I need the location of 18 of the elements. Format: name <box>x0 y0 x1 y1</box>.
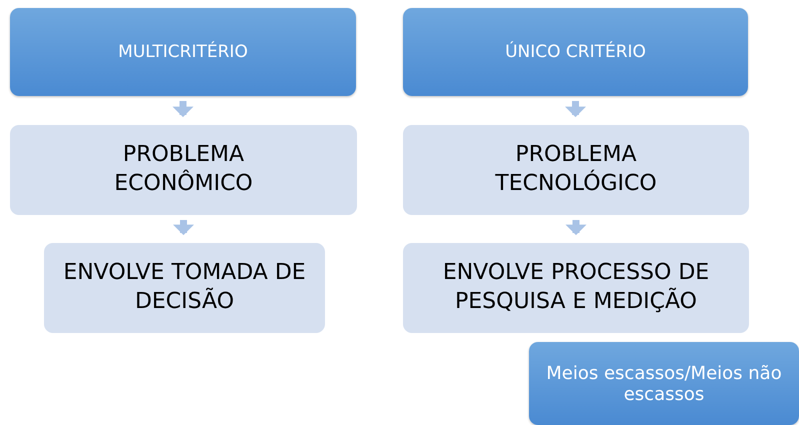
arrow <box>566 220 586 236</box>
category-box <box>10 8 356 96</box>
arrow <box>173 220 194 236</box>
box-text: ENVOLVE TOMADA DE DECISÃO <box>62 259 307 316</box>
process-box <box>403 243 749 333</box>
process-box <box>10 125 357 215</box>
arrow <box>565 101 586 118</box>
box-text: Meios escassos/Meios não escassos <box>545 362 783 404</box>
category-box <box>403 8 748 96</box>
box-text: PROBLEMA ECONÔMICO <box>113 141 254 198</box>
process-box <box>403 125 749 215</box>
process-box <box>44 243 325 333</box>
box-text: MULTICRITÉRIO <box>118 42 248 62</box>
arrow <box>172 101 194 118</box>
box-text: ÚNICO CRITÉRIO <box>505 42 646 62</box>
category-box <box>529 342 799 425</box>
box-text: ENVOLVE PROCESSO DE PESQUISA E MEDIÇÃO <box>442 259 710 316</box>
box-text: PROBLEMA TECNOLÓGICO <box>494 141 658 198</box>
